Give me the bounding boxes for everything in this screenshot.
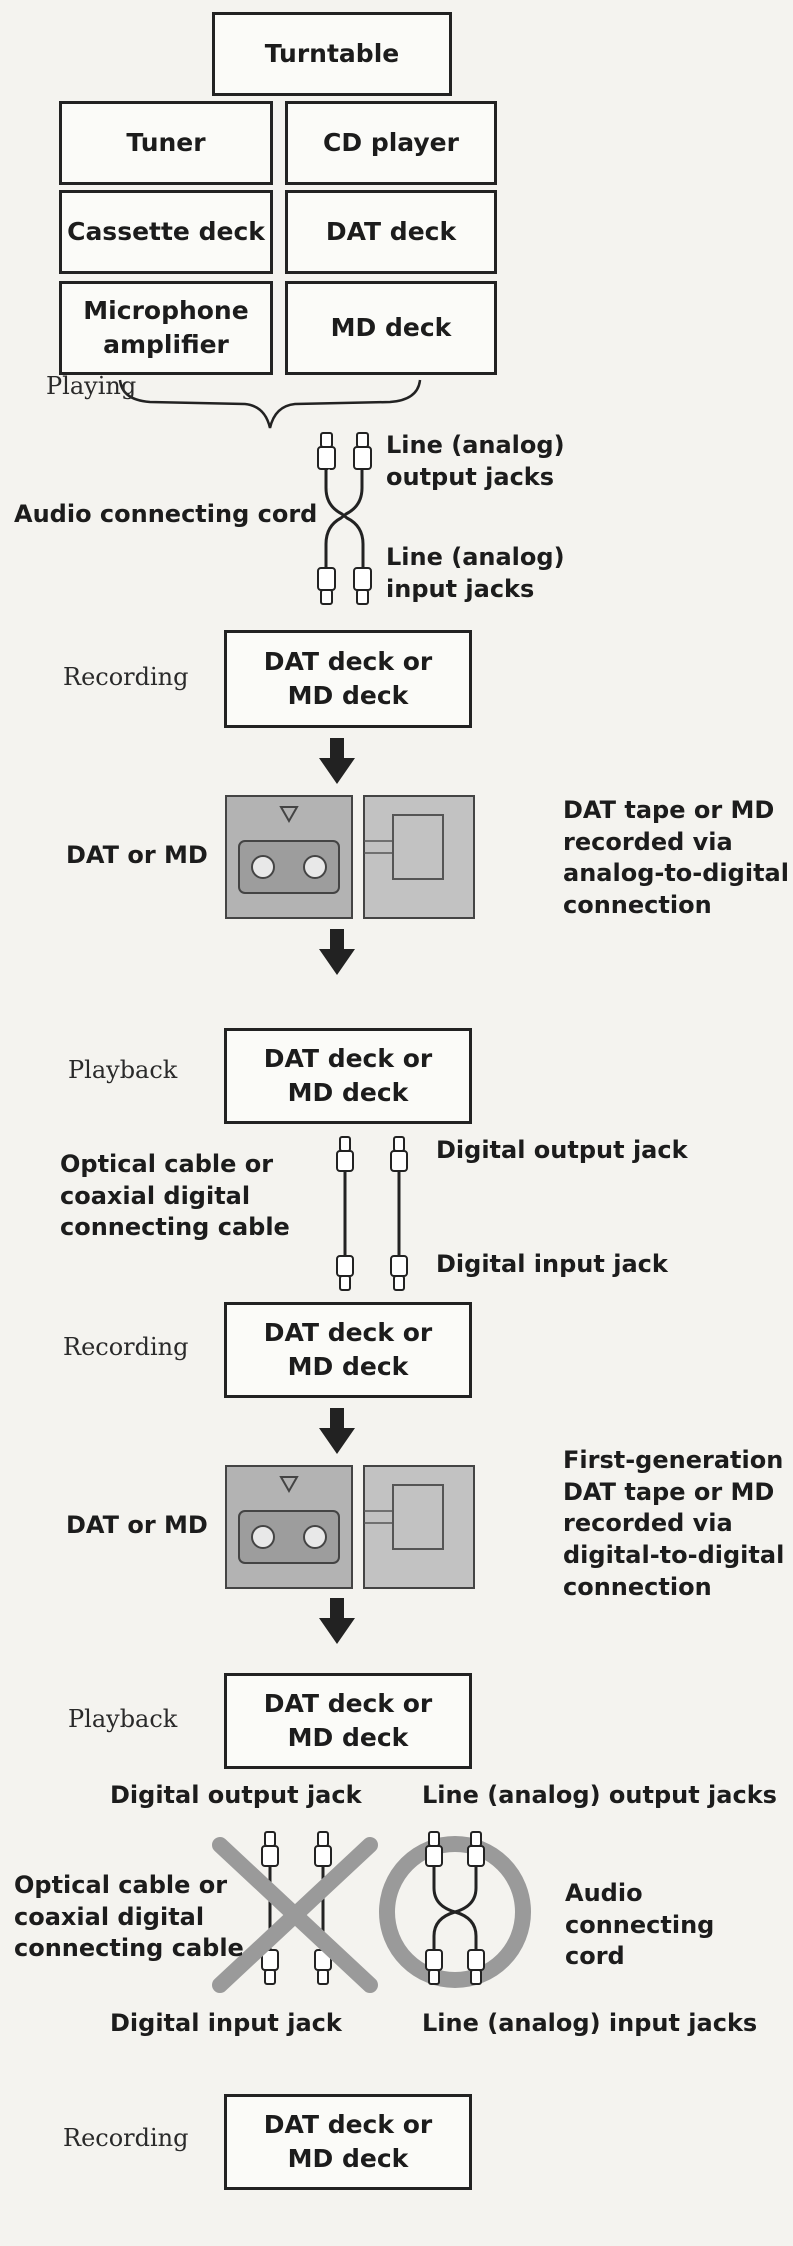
playback-1-deck-label: DAT deck or MD deck [263, 1044, 433, 1107]
final-line-output-jacks-label: Line (analog) output jacks [422, 1781, 777, 1809]
recording-3-stage-label: Recording [63, 2124, 189, 2152]
audio-connecting-cord-label: Audio connecting cord [14, 500, 318, 528]
dat-cassette-icon [225, 795, 353, 919]
recording-2-deck-label: DAT deck or MD deck [263, 1318, 433, 1381]
md-deck-source-box: MD deck [285, 281, 497, 375]
tuner-box: Tuner [59, 101, 273, 185]
recording-1-deck-box: DAT deck or MD deck [224, 630, 472, 728]
recording-1-stage-label: Recording [63, 663, 189, 691]
microphone-amplifier-box: Microphone amplifier [59, 281, 273, 375]
recording-1-deck-label: DAT deck or MD deck [263, 647, 433, 710]
recording-3-deck-box: DAT deck or MD deck [224, 2094, 472, 2190]
md-disc-icon [363, 1465, 475, 1589]
digital-recorded-media-note: First-generation DAT tape or MD recorded… [563, 1446, 785, 1601]
optical-coaxial-cable-label: Optical cable or coaxial digital connect… [60, 1150, 290, 1242]
dat-deck-label: DAT deck [325, 217, 457, 247]
media-2-label: DAT or MD [66, 1511, 208, 1539]
turntable-box: Turntable [212, 12, 452, 96]
recording-2-deck-box: DAT deck or MD deck [224, 1302, 472, 1398]
cassette-deck-box: Cassette deck [59, 190, 273, 274]
dat-cassette-icon [225, 1465, 353, 1589]
down-arrow-icon [319, 1408, 355, 1454]
media-1-label: DAT or MD [66, 841, 208, 869]
md-disc-icon [363, 795, 475, 919]
playback-2-stage-label: Playback [68, 1705, 178, 1733]
tuner-label: Tuner [126, 128, 206, 158]
recording-2-stage-label: Recording [63, 1333, 189, 1361]
playback-2-deck-box: DAT deck or MD deck [224, 1673, 472, 1769]
down-arrow-icon [319, 738, 355, 784]
playback-2-deck-label: DAT deck or MD deck [263, 1689, 433, 1752]
cd-player-label: CD player [323, 128, 459, 158]
md-deck-source-label: MD deck [330, 313, 452, 343]
cassette-deck-label: Cassette deck [67, 217, 265, 247]
turntable-label: Turntable [264, 39, 400, 69]
playback-1-stage-label: Playback [68, 1056, 178, 1084]
digital-input-jack-label: Digital input jack [436, 1250, 668, 1278]
final-digital-output-jack-label: Digital output jack [110, 1781, 362, 1809]
recording-3-deck-label: DAT deck or MD deck [263, 2110, 433, 2173]
down-arrow-icon [319, 1598, 355, 1644]
final-line-input-jacks-label: Line (analog) input jacks [422, 2009, 758, 2037]
dat-deck-box: DAT deck [285, 190, 497, 274]
microphone-amplifier-label: Microphone amplifier [83, 296, 249, 359]
final-optical-coaxial-cable-label: Optical cable or coaxial digital connect… [14, 1871, 244, 1963]
final-audio-connecting-cord-label: Audio connecting cord [565, 1879, 715, 1971]
final-digital-input-jack-label: Digital input jack [110, 2009, 342, 2037]
playback-1-deck-box: DAT deck or MD deck [224, 1028, 472, 1124]
digital-output-jack-label: Digital output jack [436, 1136, 688, 1164]
cd-player-box: CD player [285, 101, 497, 185]
line-output-jacks-label: Line (analog) output jacks [386, 431, 565, 491]
line-input-jacks-label: Line (analog) input jacks [386, 543, 565, 603]
down-arrow-icon [319, 929, 355, 975]
playing-stage-label: Playing [46, 372, 137, 400]
analog-recorded-media-note: DAT tape or MD recorded via analog-to-di… [563, 796, 789, 920]
